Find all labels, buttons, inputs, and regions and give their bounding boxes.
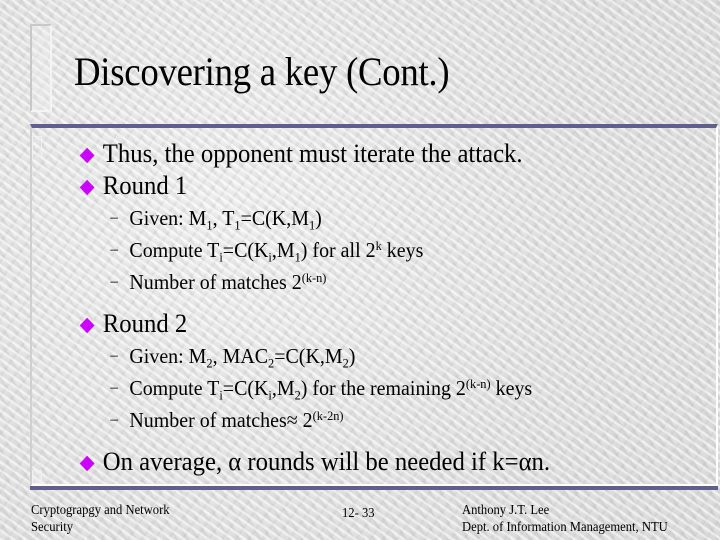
subscript: 2 — [206, 355, 213, 371]
text: ,M — [271, 238, 295, 262]
text: Number of matches 2 — [129, 270, 302, 294]
text: keys — [490, 376, 533, 400]
subscript: i — [219, 387, 223, 403]
bullet-list: Thus, the opponent must iterate the atta… — [79, 138, 700, 478]
diamond-bullet-icon — [79, 317, 95, 334]
frame-corner-decoration-bottom — [32, 470, 42, 484]
text: ) — [348, 344, 356, 368]
subscript: 1 — [294, 249, 301, 265]
diamond-bullet-icon — [79, 147, 95, 164]
footer-course-name: Cryptograpgy and Network Security — [31, 502, 170, 536]
text: =C(K,M — [274, 344, 343, 368]
diamond-bullet-icon — [79, 179, 95, 196]
content-frame — [30, 124, 718, 486]
subscript: 2 — [342, 355, 349, 371]
subscript: i — [219, 249, 223, 265]
sub-bullet-item: – Compute Ti=C(Ki,M2) for the remaining … — [80, 372, 669, 404]
sub-bullet-item: – Number of matches≈ 2(k-2n) — [80, 404, 669, 436]
superscript: k — [375, 237, 382, 253]
text: , T — [212, 206, 235, 230]
bullet-text: On average, α rounds will be needed if k… — [102, 447, 551, 476]
text: =C(K — [222, 238, 269, 262]
dash-bullet-icon: – — [110, 241, 118, 258]
footer-author-info: Anthony J.T. Lee Dept. of Information Ma… — [462, 502, 668, 536]
text: Number of matches≈ 2 — [129, 408, 313, 432]
subscript: i — [268, 387, 272, 403]
text: ) for all 2 — [300, 238, 376, 262]
subscript: 1 — [206, 217, 213, 233]
text: Compute T — [129, 238, 220, 262]
footer-author: Anthony J.T. Lee — [462, 503, 550, 518]
bullet-item: Round 1 — [79, 170, 669, 202]
text: Given: M — [129, 206, 207, 230]
text: ) for the remaining 2 — [300, 376, 466, 400]
bullet-item: On average, α rounds will be needed if k… — [79, 446, 669, 478]
title-decorative-bracket — [30, 24, 52, 112]
superscript: (k-2n) — [312, 407, 344, 423]
subscript: 1 — [234, 217, 241, 233]
footer-course-line-2: Security — [31, 520, 73, 535]
content-frame-bottom-rule — [30, 486, 718, 490]
subscript: i — [268, 249, 272, 265]
dash-bullet-icon: – — [110, 411, 118, 428]
footer-page-number: 12- 33 — [342, 506, 375, 521]
subscript: 1 — [308, 217, 316, 233]
bullet-text: Round 2 — [102, 309, 188, 338]
dash-bullet-icon: – — [110, 273, 118, 290]
text: =C(K — [222, 376, 269, 400]
text: keys — [381, 238, 424, 262]
bullet-item: Thus, the opponent must iterate the atta… — [79, 138, 669, 170]
footer-department: Dept. of Information Management, NTU — [462, 520, 668, 535]
text: ) — [315, 206, 322, 230]
sub-bullet-item: – Number of matches 2(k-n) — [80, 266, 669, 298]
subscript: 2 — [268, 355, 275, 371]
slide-title: Discovering a key (Cont.) — [74, 49, 450, 94]
dash-bullet-icon: – — [110, 347, 118, 364]
subscript: 2 — [294, 387, 301, 403]
text: Compute T — [129, 376, 220, 400]
text: Given: M — [129, 344, 207, 368]
text: , MAC — [212, 344, 269, 368]
dash-bullet-icon: – — [110, 209, 118, 226]
dash-bullet-icon: – — [110, 379, 118, 396]
diamond-bullet-icon — [79, 455, 95, 472]
sub-bullet-item: – Given: M1, T1=C(K,M1) — [80, 202, 669, 234]
superscript: (k-n) — [465, 375, 491, 391]
superscript: (k-n) — [301, 269, 327, 285]
bullet-text: Thus, the opponent must iterate the atta… — [102, 139, 523, 168]
footer-course-line-1: Cryptograpgy and Network — [31, 503, 170, 518]
bullet-item: Round 2 — [79, 308, 669, 340]
sub-bullet-item: – Compute Ti=C(Ki,M1) for all 2k keys — [80, 234, 669, 266]
text: ,M — [271, 376, 295, 400]
text: =C(K,M — [240, 206, 309, 230]
bullet-text: Round 1 — [102, 171, 188, 200]
sub-bullet-item: – Given: M2, MAC2=C(K,M2) — [80, 340, 669, 372]
frame-corner-decoration-top — [32, 136, 42, 158]
